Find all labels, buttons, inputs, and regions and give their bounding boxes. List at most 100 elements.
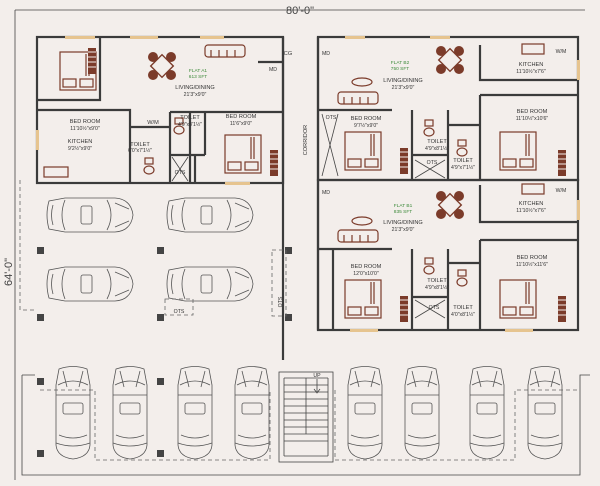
wardrobe-icon <box>399 147 409 175</box>
room-label: BED ROOM <box>351 116 382 122</box>
flat-name: FLAT B1 <box>394 203 413 209</box>
room-label: TOILET <box>427 278 447 284</box>
room-dims: 4'9"x8'1½" <box>425 284 449 291</box>
room-dims: 11'10½"x7'6" <box>516 207 546 214</box>
car-icon <box>46 266 134 302</box>
room-label: TOILET <box>130 142 150 148</box>
flat-b2: MD FLAT B2 750 SFT LIVING/DINING 21'3"x9… <box>316 35 580 182</box>
car-icon <box>166 266 254 302</box>
ots-label: OTS <box>174 309 185 315</box>
room-dims: 21'3"x9'0" <box>184 92 207 98</box>
room-label: BED ROOM <box>70 119 101 125</box>
depth-dimension: 64'-0" <box>3 258 15 286</box>
washing-machine-label: W/M <box>147 120 159 126</box>
parking-columns <box>37 247 292 457</box>
ots-label: OTS <box>427 160 438 166</box>
toilet-icon <box>423 119 435 137</box>
room-dims: 11'10½"x10'6" <box>516 115 549 122</box>
room-dims: 4'0"x8'1½" <box>451 311 475 318</box>
room-label: TOILET <box>453 158 473 164</box>
room-label: LIVING/DINING <box>175 85 214 91</box>
room-dims: 9'7½"x9'0" <box>354 122 378 129</box>
kitchen-sink-icon <box>521 183 545 195</box>
ots-label: OTS <box>278 296 284 307</box>
arrow-down-icon <box>313 379 321 394</box>
room-label: BED ROOM <box>351 264 382 270</box>
bed-icon <box>344 279 382 319</box>
md-label: MD <box>322 51 330 57</box>
dining-table-icon <box>435 190 465 220</box>
car-icon <box>404 366 440 460</box>
room-dims: 6'0"x7'1½" <box>128 147 152 154</box>
car-icon <box>177 366 213 460</box>
kitchen-sink-icon <box>43 166 69 178</box>
bed-icon <box>224 134 262 174</box>
room-dims: 11'6"x9'0" <box>230 121 252 127</box>
room-label: TOILET <box>180 115 200 121</box>
car-icon <box>469 366 505 460</box>
cg-label: CG <box>284 51 292 57</box>
ots-label: OTS <box>175 170 186 176</box>
width-dimension: 80'-0" <box>286 5 314 17</box>
room-dims: 4'9"x8'1½" <box>178 121 202 128</box>
flat-area: 835 SFT <box>394 209 412 215</box>
washing-machine-label: W/M <box>556 188 567 194</box>
toilet-icon <box>423 257 435 275</box>
room-dims: 21'3"x9'0" <box>392 227 415 233</box>
dimension-top: 80'-0" <box>15 5 585 17</box>
kitchen-sink-icon <box>521 43 545 55</box>
room-dims: 11'10½"x9'0" <box>70 125 100 132</box>
room-label: TOILET <box>453 305 473 311</box>
md-label: MD <box>322 190 330 196</box>
room-dims: 11'10½"x7'6" <box>516 68 546 75</box>
room-dims: 12'0"x10'0" <box>353 271 379 277</box>
dining-table-icon <box>147 51 177 81</box>
dimension-left: 64'-0" <box>3 10 16 480</box>
car-icon <box>527 366 563 460</box>
stair-up-label: UP <box>313 373 321 379</box>
toilet-icon <box>143 157 155 175</box>
md-label: MD <box>269 67 277 73</box>
staircase[interactable]: UP <box>278 371 334 463</box>
car-icon <box>112 366 148 460</box>
flat-name: FLAT A1 <box>189 68 208 74</box>
ots-label: OTS <box>326 115 337 121</box>
room-dims: 21'3"x9'0" <box>392 85 415 91</box>
room-label: LIVING/DINING <box>383 78 422 84</box>
room-label: BED ROOM <box>517 109 548 115</box>
room-label: KITCHEN <box>519 62 544 68</box>
room-label: TOILET <box>427 139 447 145</box>
flat-name: FLAT B2 <box>391 60 410 66</box>
corridor-label: CORRIDOR <box>303 125 309 155</box>
washing-machine-label: W/M <box>556 49 567 55</box>
car-icon <box>234 366 270 460</box>
wardrobe-icon <box>557 295 567 323</box>
room-dims: 4'9"x7'1½" <box>451 164 475 171</box>
wardrobe-icon <box>399 295 409 323</box>
ots-label: OTS <box>429 305 440 311</box>
room-dims: 11'10½"x11'6" <box>516 261 548 268</box>
bed-icon <box>499 131 537 171</box>
sofa-icon <box>337 91 379 105</box>
bed-icon <box>499 279 537 319</box>
car-icon <box>166 197 254 233</box>
room-label: LIVING/DINING <box>383 220 422 226</box>
bed-icon <box>344 131 382 171</box>
flat-area: 613 SFT <box>189 74 207 80</box>
dining-table-icon <box>435 45 465 75</box>
sofa-icon <box>337 229 379 243</box>
car-icon <box>347 366 383 460</box>
flat-b1: MD FLAT B1 835 SFT LIVING/DINING 21'3"x9… <box>316 178 580 332</box>
wardrobe-icon <box>269 149 279 177</box>
room-dims: 9'2½"x9'0" <box>68 145 92 152</box>
car-icon <box>46 197 134 233</box>
parking-area: OTS OTS <box>19 180 590 476</box>
wardrobe-icon <box>87 47 97 75</box>
room-label: BED ROOM <box>226 114 257 120</box>
sofa-icon <box>204 44 246 58</box>
flat-area: 750 SFT <box>391 66 409 72</box>
room-label: KITCHEN <box>68 139 93 145</box>
corridor: CORRIDOR <box>281 37 320 360</box>
room-dims: 4'9"x8'1½" <box>425 145 449 152</box>
